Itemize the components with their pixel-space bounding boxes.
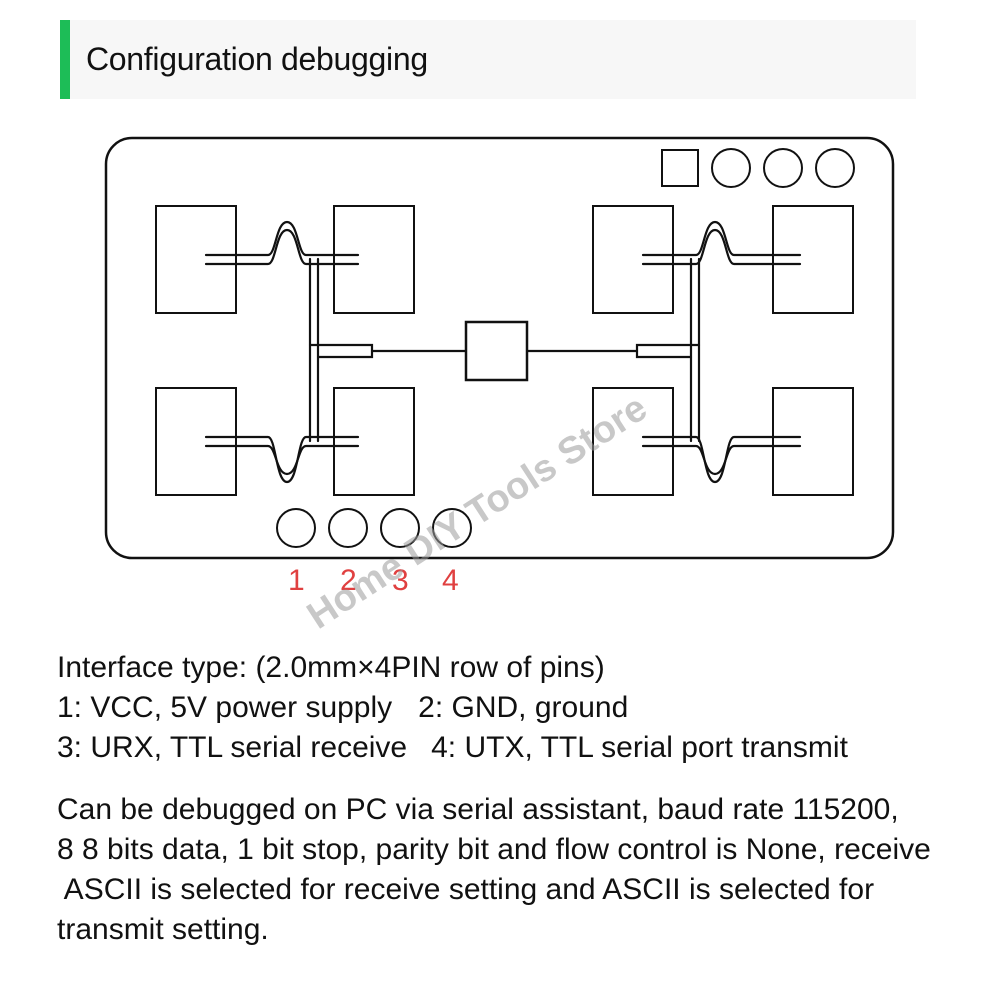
pin-row-3-4: 3: URX, TTL serial receive 4: UTX, TTL se… bbox=[57, 728, 848, 768]
interface-type-line: Interface type: (2.0mm×4PIN row of pins) bbox=[57, 651, 605, 684]
pin-4-description: 4: UTX, TTL serial port transmit bbox=[431, 731, 848, 764]
pcb-board-diagram: 1 2 3 4 Home DIY Tools Store bbox=[104, 136, 895, 638]
pin-1-description: 1: VCC, 5V power supply bbox=[57, 691, 393, 724]
pin-labels: 1 2 3 4 bbox=[288, 564, 459, 597]
pin-2-pad bbox=[328, 508, 368, 548]
round-pad bbox=[763, 148, 803, 188]
section-title: Configuration debugging bbox=[86, 41, 428, 77]
interface-spec: Interface type: (2.0mm×4PIN row of pins)… bbox=[57, 648, 848, 768]
serial-config-description: Can be debugged on PC via serial assista… bbox=[57, 790, 931, 950]
antenna-patch bbox=[155, 387, 237, 496]
pin-label-3: 3 bbox=[392, 564, 409, 597]
description-line: ASCII is selected for receive setting an… bbox=[57, 873, 875, 906]
header-accent-bar bbox=[60, 20, 70, 99]
feed-traces bbox=[204, 220, 802, 484]
pin-1-pad bbox=[276, 508, 316, 548]
antenna-patch bbox=[592, 205, 674, 314]
round-pad bbox=[711, 148, 751, 188]
description-line: 8 8 bits data, 1 bit stop, parity bit an… bbox=[57, 833, 931, 866]
antenna-patch bbox=[155, 205, 237, 314]
round-pad bbox=[815, 148, 855, 188]
top-right-pin-header bbox=[661, 148, 855, 188]
description-line: Can be debugged on PC via serial assista… bbox=[57, 793, 899, 826]
center-chip bbox=[464, 320, 529, 382]
description-line: transmit setting. bbox=[57, 913, 269, 946]
pin-2-description: 2: GND, ground bbox=[418, 691, 629, 724]
pin-label-4: 4 bbox=[442, 564, 459, 597]
pin-4-pad bbox=[432, 508, 472, 548]
pin-3-pad bbox=[380, 508, 420, 548]
pin-label-2: 2 bbox=[340, 564, 357, 597]
pin-row-1-2: 1: VCC, 5V power supply 2: GND, ground bbox=[57, 688, 848, 728]
antenna-patch bbox=[333, 205, 415, 314]
antenna-patch bbox=[592, 387, 674, 496]
antenna-patches bbox=[155, 205, 854, 496]
bottom-pin-header bbox=[276, 508, 472, 548]
antenna-patch bbox=[772, 205, 854, 314]
board-outline bbox=[104, 136, 895, 560]
square-pad bbox=[661, 149, 699, 187]
antenna-patch bbox=[333, 387, 415, 496]
pin-label-1: 1 bbox=[288, 564, 305, 597]
section-header: Configuration debugging bbox=[60, 20, 916, 99]
pin-3-description: 3: URX, TTL serial receive bbox=[57, 731, 408, 764]
antenna-patch bbox=[772, 387, 854, 496]
